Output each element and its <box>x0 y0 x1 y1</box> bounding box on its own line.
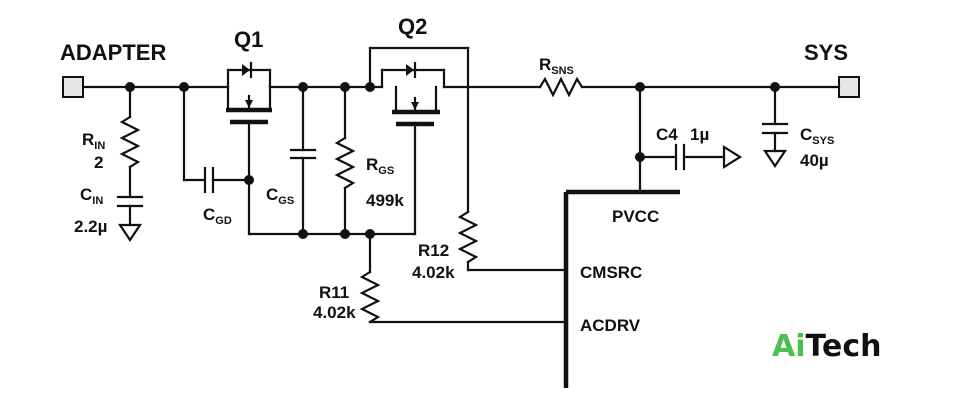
adapter-label: ADAPTER <box>60 40 166 65</box>
q2-label: Q2 <box>398 14 427 39</box>
rin-cin-branch <box>116 85 144 242</box>
r11-value: 4.02k <box>313 303 356 322</box>
q2-mosfet <box>368 46 470 236</box>
rsns-label: RSNS <box>539 55 574 77</box>
rin-label: RIN <box>82 130 105 152</box>
rin-value: 2 <box>94 153 103 172</box>
c4-label: C4 <box>656 125 678 144</box>
cin-label: CIN <box>80 185 103 207</box>
sys-terminal <box>838 76 860 98</box>
aitech-logo: AiTech <box>772 329 881 364</box>
cgd-branch <box>182 85 252 194</box>
csys-value: 40µ <box>800 151 829 170</box>
cgs-label: CGS <box>266 185 294 207</box>
q1-mosfet <box>226 61 272 236</box>
cmsrc-pin-label: CMSRC <box>580 263 642 282</box>
rsns-resistor <box>538 76 584 98</box>
csys-capacitor <box>761 85 789 168</box>
c4-branch <box>638 85 743 194</box>
junction-dots <box>125 82 780 239</box>
sys-label: SYS <box>804 40 848 65</box>
rgs-value: 499k <box>366 191 404 210</box>
r12-resistor <box>457 210 568 272</box>
acdrv-pin-label: ACDRV <box>580 316 641 335</box>
rgs-label: RGS <box>366 155 394 177</box>
adapter-terminal <box>62 76 84 98</box>
cgs-capacitor <box>289 85 317 236</box>
r11-label: R11 <box>319 283 349 302</box>
rgs-resistor <box>334 85 356 236</box>
cgd-label: CGD <box>203 205 232 227</box>
r12-label: R12 <box>418 241 449 260</box>
ic-body <box>563 189 680 388</box>
pvcc-pin-label: PVCC <box>612 207 659 226</box>
r12-value: 4.02k <box>412 263 455 282</box>
q1-label: Q1 <box>234 27 263 52</box>
cin-value: 2.2µ <box>74 217 107 236</box>
r11-resistor <box>359 232 568 324</box>
csys-label: CSYS <box>800 125 834 147</box>
c4-value: 1µ <box>690 125 709 144</box>
